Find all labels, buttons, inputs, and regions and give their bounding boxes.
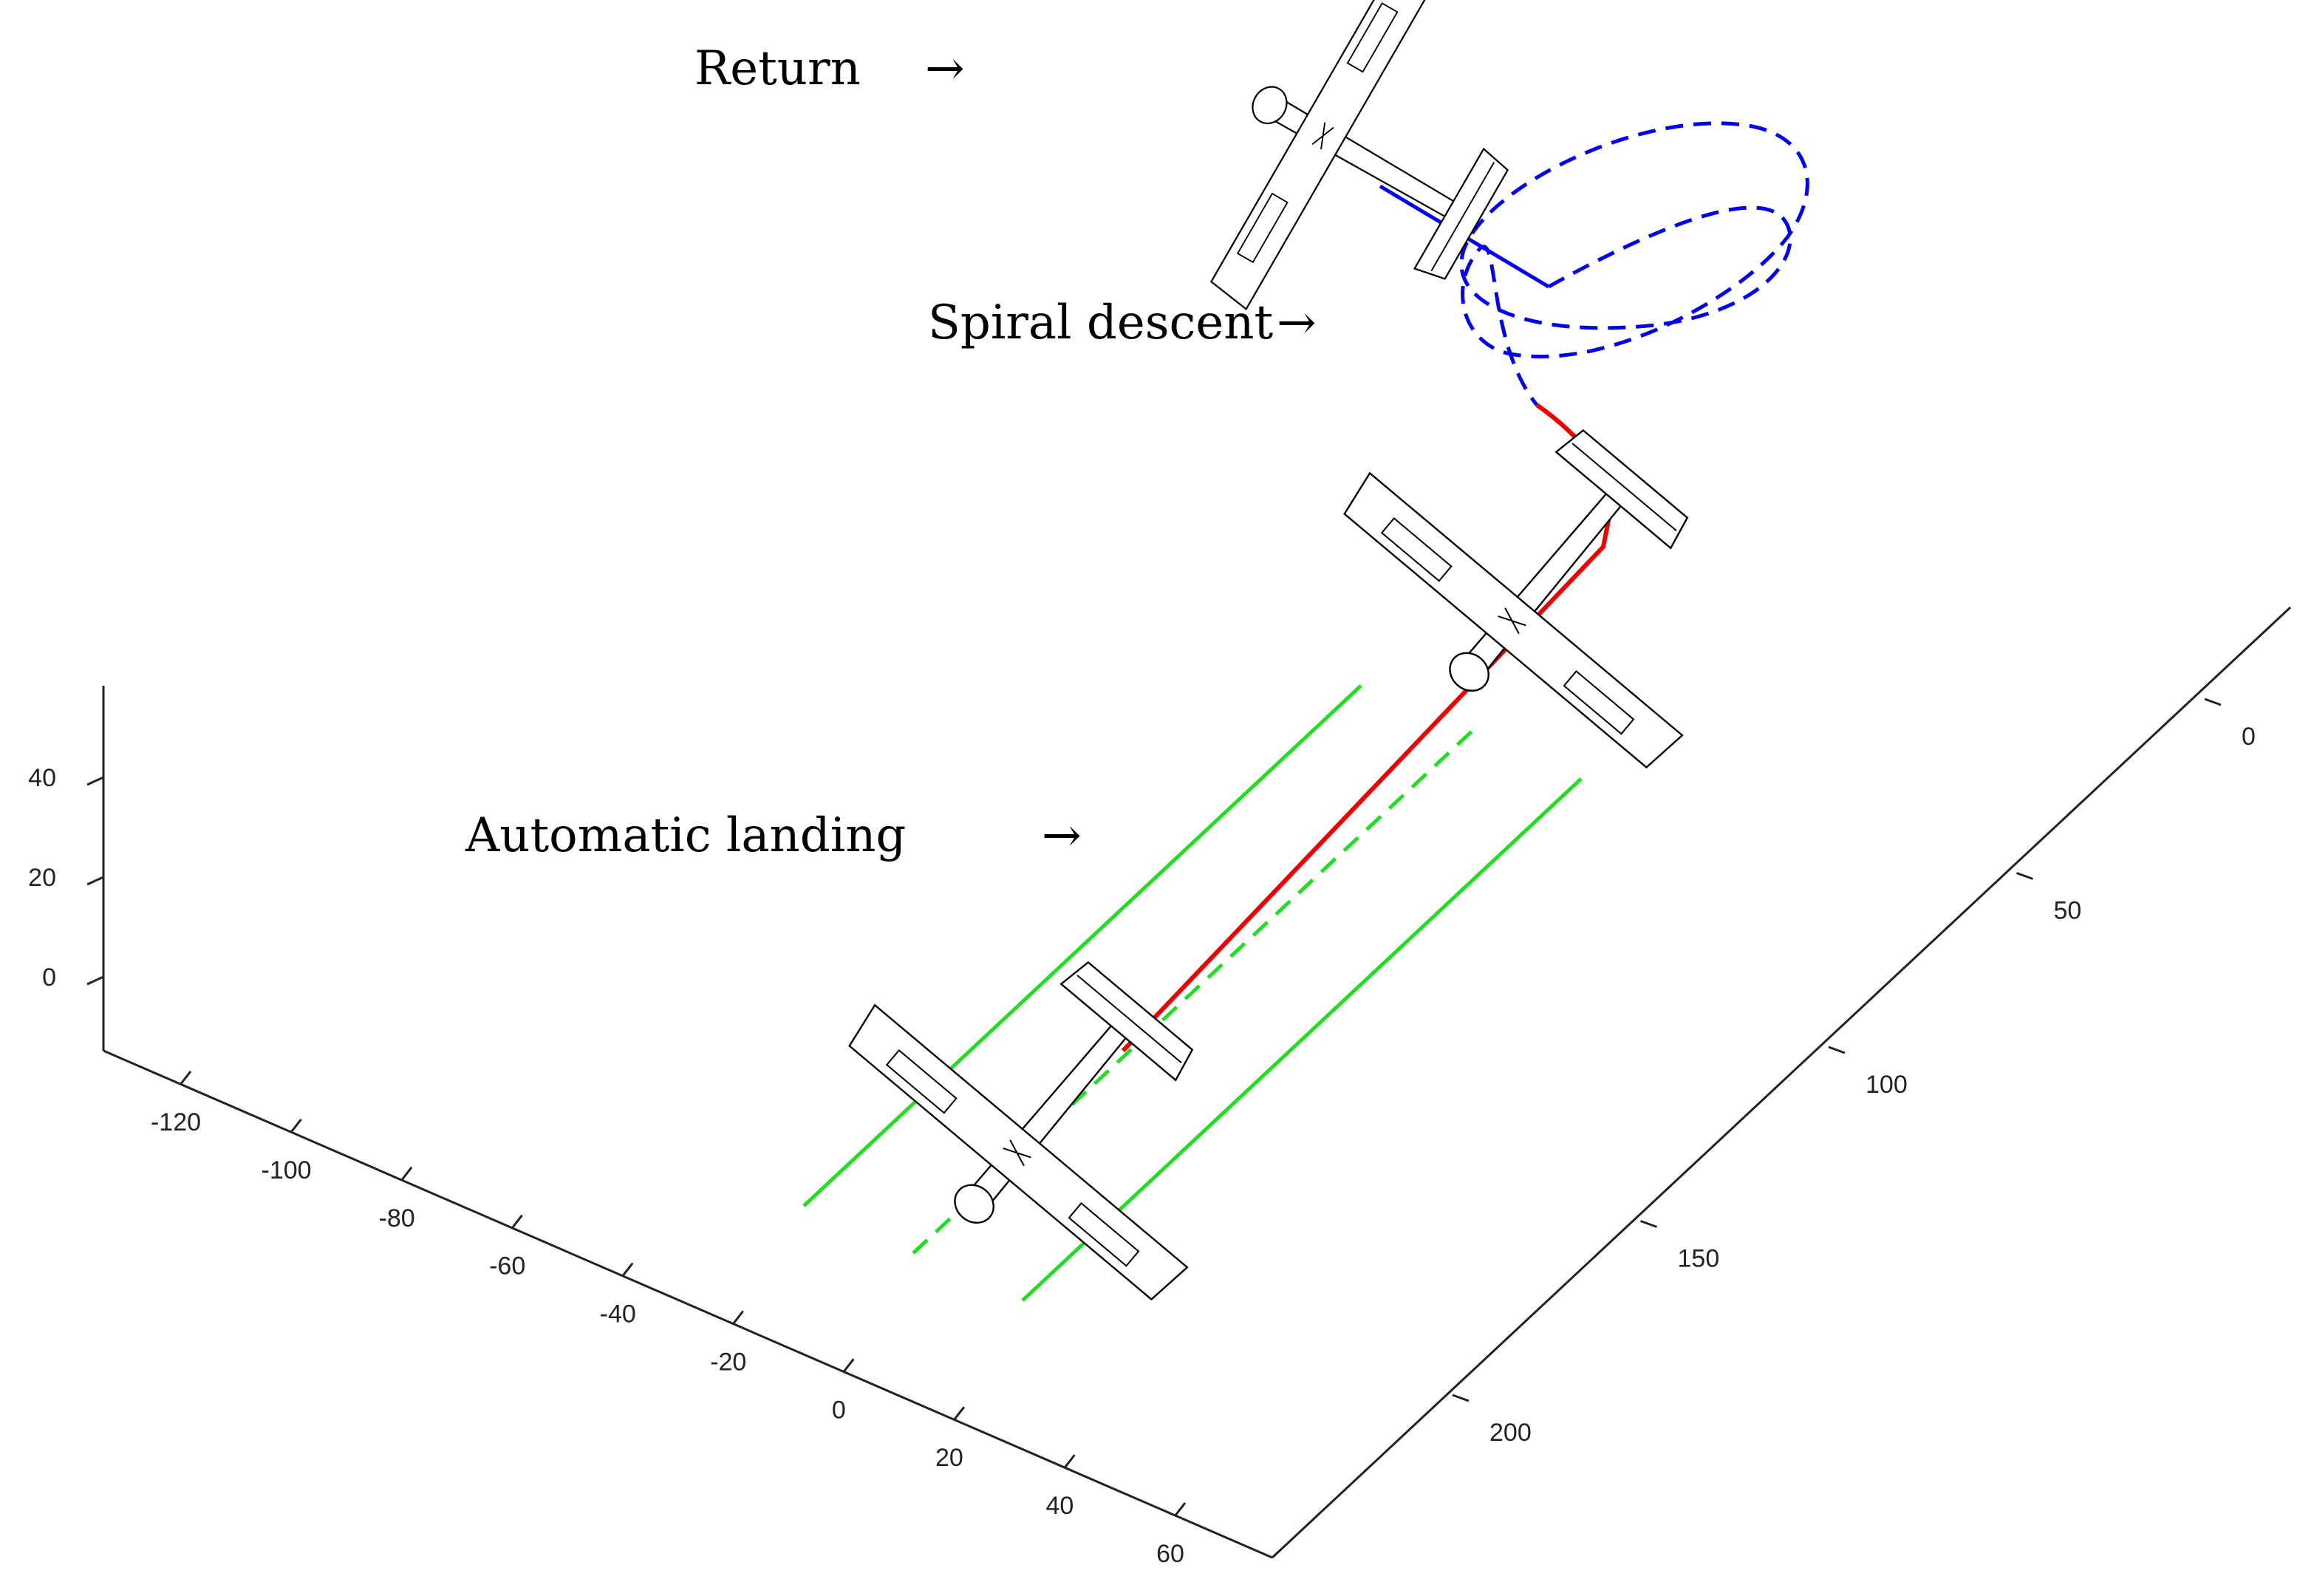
y-tick-label: 150 [1678,1245,1720,1273]
x-tick-mark [731,1310,744,1326]
z-axis-ticks: 0 20 40 [28,764,104,992]
return-label: Return [694,41,861,96]
x-tick-mark [290,1118,302,1133]
y-tick-label: 200 [1489,1419,1532,1447]
y-tick-mark [2204,698,2222,706]
x-tick-label: -40 [600,1300,636,1329]
z-tick-mark [86,975,104,986]
x-tick-mark [952,1406,966,1422]
x-tick-mark [842,1358,855,1374]
x-axis-line [103,1049,1273,1559]
axes [102,606,2292,1559]
x-axis-ticks: -120 -100 -80 -60 -40 -20 0 20 40 60 [151,1071,1187,1568]
automatic-landing-label: Automatic landing [465,808,906,863]
x-tick-label: -120 [151,1108,201,1136]
x-tick-mark [179,1071,192,1085]
x-tick-label: -60 [489,1252,525,1280]
spiral-descent-arrow: → [1277,296,1317,350]
y-tick-mark [2016,872,2034,880]
runway-left-edge [802,684,1362,1207]
y-axis-ticks: 0 50 100 150 200 [1452,698,2256,1447]
z-tick-label: 40 [28,764,56,792]
x-tick-label: 0 [832,1396,846,1424]
y-tick-label: 100 [1866,1071,1908,1099]
x-tick-label: -80 [379,1204,415,1232]
y-tick-mark [1828,1046,1846,1054]
z-tick-label: 20 [28,864,56,892]
x-tick-label: -100 [262,1156,312,1184]
x-tick-mark [400,1166,413,1181]
x-tick-label: 20 [935,1444,963,1472]
y-tick-label: 0 [2242,723,2256,751]
x-tick-label: -20 [710,1348,746,1376]
y-axis-line [1271,606,2292,1559]
spiral-descent-path [1459,121,1809,406]
z-tick-label: 0 [42,964,56,992]
return-arrow: → [925,41,965,96]
z-tick-mark [86,776,104,786]
automatic-landing-arrow: → [1042,808,1082,863]
y-tick-label: 50 [2054,897,2082,925]
x-tick-mark [1173,1502,1187,1517]
x-tick-mark [511,1214,523,1230]
x-tick-label: 40 [1046,1492,1074,1520]
x-tick-label: 60 [1156,1540,1184,1568]
x-tick-mark [621,1262,634,1278]
runway [802,684,1583,1302]
spiral-descent-label: Spiral descent [928,296,1273,350]
x-tick-mark [1063,1454,1076,1470]
y-tick-mark [1639,1220,1658,1228]
y-tick-mark [1452,1394,1470,1402]
z-tick-mark [86,876,104,886]
